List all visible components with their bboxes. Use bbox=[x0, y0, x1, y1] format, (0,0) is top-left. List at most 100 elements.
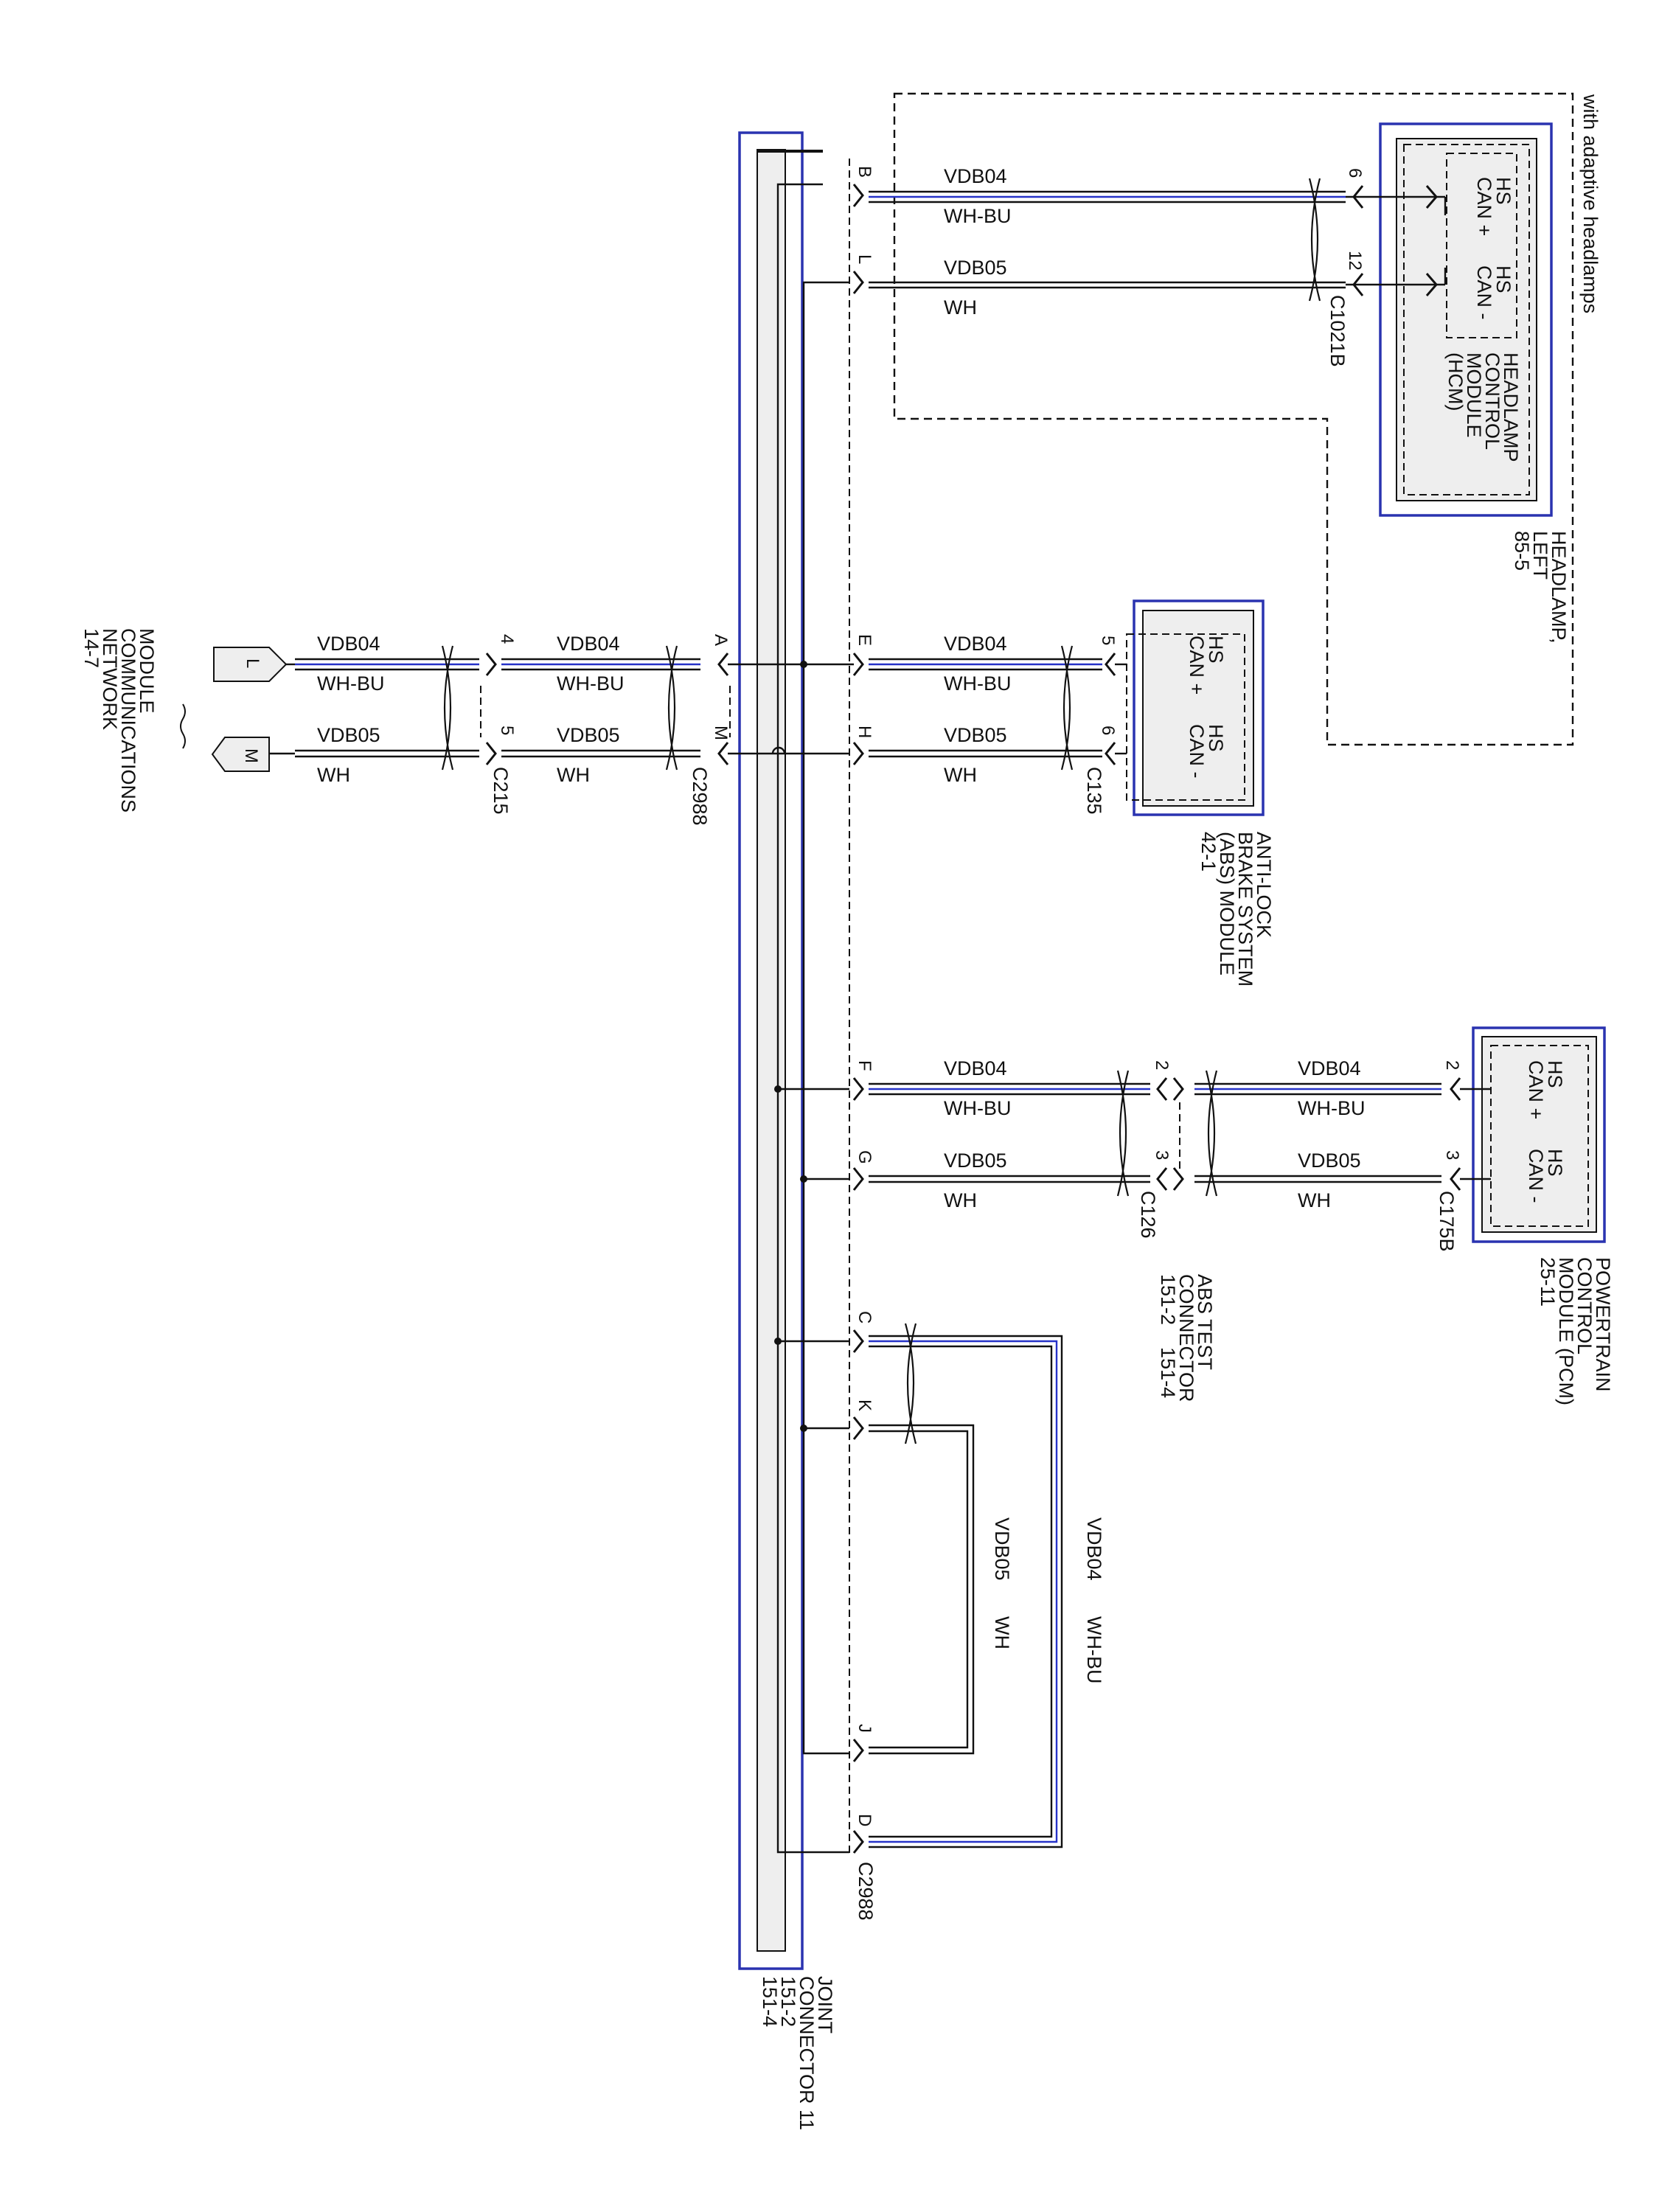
mcn-2: COMMUNICATIONS bbox=[117, 628, 139, 813]
abs-test-2: CONNECTOR bbox=[1175, 1274, 1197, 1402]
wire-hcm-wh: WH bbox=[944, 296, 977, 319]
wire-loop-vdb05: VDB05 bbox=[991, 1517, 1013, 1581]
pcm-module bbox=[1472, 1026, 1606, 1243]
abs-module-1: ANTI-LOCK bbox=[1253, 832, 1275, 938]
mcn-1: MODULE bbox=[136, 628, 158, 714]
conn-c215: C215 bbox=[490, 767, 512, 815]
wire-f-whbu: WH-BU bbox=[944, 1097, 1011, 1119]
pin-k: K bbox=[855, 1399, 874, 1411]
pcm-module-1: POWERTRAIN bbox=[1592, 1257, 1614, 1392]
pin-a: A bbox=[711, 634, 731, 646]
hcm-can-minus-1: HS bbox=[1492, 265, 1514, 293]
abs-can-plus-1: HS bbox=[1205, 636, 1227, 664]
page-ref-l-icon[interactable] bbox=[213, 647, 288, 682]
wire-loop-whbu: WH-BU bbox=[1083, 1616, 1105, 1683]
pin-2-c126: 2 bbox=[1152, 1060, 1172, 1070]
hcm-can-plus-1: HS bbox=[1492, 177, 1514, 205]
pcm-module-3: MODULE (PCM) bbox=[1555, 1257, 1577, 1405]
pin-2-pcm: 2 bbox=[1442, 1060, 1462, 1070]
wire-pcm-wh: WH bbox=[1298, 1189, 1331, 1211]
wire-abs-whbu: WH-BU bbox=[944, 672, 1011, 695]
pcm-module-2: CONTROL bbox=[1573, 1257, 1596, 1354]
pin-3-pcm: 3 bbox=[1442, 1150, 1462, 1160]
wire-a-whbu: WH-BU bbox=[557, 672, 624, 695]
page-ref-m-label: M bbox=[241, 748, 261, 763]
pin-m: M bbox=[711, 726, 731, 740]
test-loop-wires bbox=[774, 1323, 1063, 1854]
abs-can-plus-2: CAN + bbox=[1186, 636, 1208, 695]
pin-3-c126: 3 bbox=[1152, 1150, 1172, 1160]
wire-abs-vdb04: VDB04 bbox=[944, 633, 1007, 655]
wire-hcm-vdb05: VDB05 bbox=[944, 257, 1007, 279]
hcm-module-2: CONTROL bbox=[1481, 352, 1503, 450]
hcm-title-3: 85-5 bbox=[1511, 531, 1533, 571]
continuation-mark bbox=[180, 703, 186, 749]
pcm-can-minus-1: HS bbox=[1544, 1149, 1566, 1177]
wire-loop-wh: WH bbox=[991, 1616, 1013, 1649]
abs-wires bbox=[852, 645, 1127, 771]
wire-pcm-vdb05: VDB05 bbox=[1298, 1150, 1361, 1172]
abs-module-4: 42-1 bbox=[1197, 832, 1220, 872]
pin-d: D bbox=[855, 1814, 874, 1826]
abs-module bbox=[1126, 599, 1265, 816]
joint-label-1: JOINT bbox=[814, 1976, 836, 2034]
hcm-can-plus-2: CAN + bbox=[1473, 177, 1495, 236]
wire-l-whbu: WH-BU bbox=[317, 672, 384, 695]
wire-g-vdb05: VDB05 bbox=[944, 1150, 1007, 1172]
conn-c2988-upper: C2988 bbox=[689, 767, 711, 826]
conn-c135: C135 bbox=[1083, 767, 1105, 815]
joint-label-4: 151-4 bbox=[759, 1976, 781, 2027]
wire-a-wh: WH bbox=[557, 764, 590, 786]
joint-connector-11 bbox=[738, 131, 850, 1970]
hcm-title-1: HEADLAMP, bbox=[1548, 531, 1570, 644]
pcm-can-plus-2: CAN + bbox=[1525, 1060, 1547, 1119]
wire-loop-vdb04: VDB04 bbox=[1083, 1517, 1105, 1581]
wire-g-wh: WH bbox=[944, 1189, 977, 1211]
adaptive-headlamps-region bbox=[893, 92, 1574, 746]
conn-c2988-lower: C2988 bbox=[855, 1862, 877, 1921]
pin-4-c215: 4 bbox=[497, 634, 517, 644]
page-ref-m-icon[interactable] bbox=[211, 737, 270, 772]
pin-g: G bbox=[855, 1150, 874, 1164]
conn-c126: C126 bbox=[1137, 1191, 1159, 1239]
conn-c175b: C175B bbox=[1436, 1191, 1458, 1252]
pin-b: B bbox=[855, 166, 874, 178]
wire-pcm-whbu: WH-BU bbox=[1298, 1097, 1365, 1119]
wire-a-vdb05: VDB05 bbox=[557, 724, 620, 746]
wire-l-vdb05: VDB05 bbox=[317, 724, 380, 746]
pin-e: E bbox=[855, 634, 874, 646]
page-ref-l-label: L bbox=[243, 658, 262, 668]
abs-module-2: BRAKE SYSTEM bbox=[1234, 832, 1256, 987]
mcn-4: 14-7 bbox=[80, 628, 102, 668]
wire-pcm-vdb04: VDB04 bbox=[1298, 1057, 1361, 1079]
wire-hcm-whbu: WH-BU bbox=[944, 205, 1011, 227]
conn-c1021b: C1021B bbox=[1326, 295, 1349, 367]
pin-f: F bbox=[855, 1060, 874, 1071]
pin-6-hcm: 6 bbox=[1345, 168, 1365, 178]
pin-12-hcm: 12 bbox=[1345, 251, 1365, 271]
hcm-module-1: HEADLAMP bbox=[1500, 352, 1522, 462]
abs-can-minus-2: CAN - bbox=[1186, 724, 1208, 779]
wire-l-wh: WH bbox=[317, 764, 350, 786]
pin-5-abs: 5 bbox=[1098, 636, 1118, 645]
abs-test-1: ABS TEST bbox=[1194, 1274, 1216, 1370]
pin-l: L bbox=[855, 254, 874, 264]
wire-f-vdb04: VDB04 bbox=[944, 1057, 1007, 1079]
wire-a-vdb04: VDB04 bbox=[557, 633, 620, 655]
pin-c: C bbox=[855, 1311, 874, 1324]
pin-h: H bbox=[855, 726, 874, 738]
hcm-module-3: MODULE bbox=[1463, 352, 1485, 438]
wire-hcm-vdb04: VDB04 bbox=[944, 165, 1007, 187]
hcm-module-4: (HCM) bbox=[1444, 352, 1467, 411]
headlamp-control-module bbox=[1379, 122, 1553, 517]
pcm-wires bbox=[774, 1070, 1491, 1197]
abs-test-3: 151-2 151-4 bbox=[1157, 1274, 1179, 1398]
pcm-can-plus-1: HS bbox=[1544, 1060, 1566, 1088]
adaptive-note: with adaptive headlamps bbox=[1579, 94, 1601, 313]
wire-abs-vdb05: VDB05 bbox=[944, 724, 1007, 746]
wire-abs-wh: WH bbox=[944, 764, 977, 786]
network-wires bbox=[180, 645, 854, 772]
pin-j: J bbox=[855, 1724, 874, 1733]
pin-6-abs: 6 bbox=[1098, 726, 1118, 735]
